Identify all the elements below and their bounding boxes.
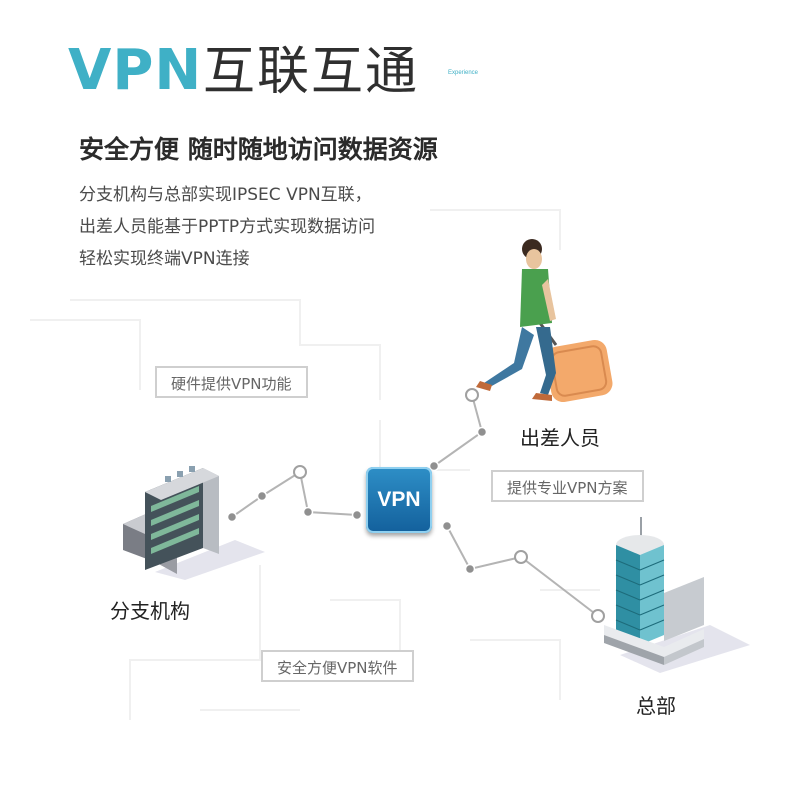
link-dot	[441, 520, 453, 532]
link-dot	[476, 426, 488, 438]
link-dot	[351, 509, 363, 521]
description-line-1: 分支机构与总部实现IPSEC VPN互联，	[79, 185, 372, 205]
link-hub-hq	[446, 525, 599, 617]
link-dot	[256, 490, 268, 502]
link-dot	[428, 460, 440, 472]
feature-vpn-software: 安全方便VPN软件	[261, 650, 414, 682]
link-node	[293, 465, 307, 479]
feature-professional-vpn: 提供专业VPN方案	[491, 470, 644, 502]
description-line-3: 轻松实现终端VPN连接	[79, 249, 250, 269]
link-node	[591, 609, 605, 623]
traveler-label: 出差人员	[520, 426, 600, 450]
subtitle: 安全方便 随时随地访问数据资源	[79, 135, 438, 164]
title-chinese: 互联互通	[203, 42, 420, 102]
link-dot	[226, 511, 238, 523]
branch-office-label: 分支机构	[110, 599, 190, 623]
traveler-icon	[476, 239, 613, 403]
link-node	[514, 550, 528, 564]
branch-building-icon	[123, 466, 265, 580]
link-dot	[302, 506, 314, 518]
headquarters-building-icon	[604, 517, 750, 673]
feature-hardware-vpn: 硬件提供VPN功能	[155, 366, 308, 398]
link-node	[465, 388, 479, 402]
title-tagline: Experience	[448, 70, 479, 76]
headquarters-label: 总部	[636, 694, 676, 718]
vpn-hub-icon: VPN	[366, 467, 432, 533]
description-line-2: 出差人员能基于PPTP方式实现数据访问	[79, 217, 376, 237]
title-vpn: VPN	[68, 38, 203, 103]
link-dot	[464, 563, 476, 575]
